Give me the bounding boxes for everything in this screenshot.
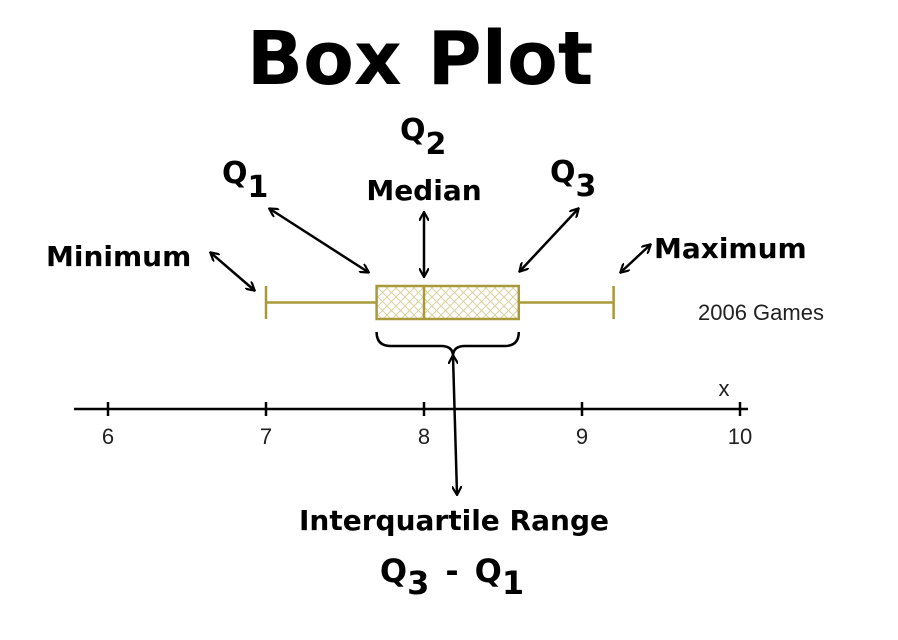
- q1-arrow: [270, 209, 368, 272]
- tick-label: 10: [728, 424, 752, 449]
- tick-label: 9: [576, 424, 588, 449]
- tick-label: 8: [418, 424, 430, 449]
- axis-label: x: [719, 376, 730, 401]
- x-axis: 6 7 8 9 10 x: [74, 376, 752, 449]
- tick-label: 6: [102, 424, 114, 449]
- q3-label: Q3: [550, 155, 596, 204]
- minimum-label: Minimum: [46, 240, 191, 273]
- tick-label: 7: [260, 424, 272, 449]
- maximum-label: Maximum: [654, 232, 807, 265]
- minimum-arrow: [211, 253, 254, 290]
- page-title: Box Plot: [247, 16, 594, 102]
- maximum-arrow: [621, 245, 650, 272]
- iqr-arrow: [453, 356, 457, 494]
- series-label: 2006 Games: [698, 300, 824, 325]
- iqr-label: Interquartile Range: [299, 504, 609, 537]
- q2-label: Q2: [400, 113, 446, 162]
- q3-arrow: [520, 209, 578, 271]
- iqr-box: [375, 284, 521, 321]
- box-plot: [264, 284, 615, 321]
- iqr-formula: Q3-Q1: [380, 552, 524, 602]
- median-label: Median: [366, 174, 481, 207]
- q1-label: Q1: [222, 156, 268, 205]
- iqr-brace: [375, 331, 521, 357]
